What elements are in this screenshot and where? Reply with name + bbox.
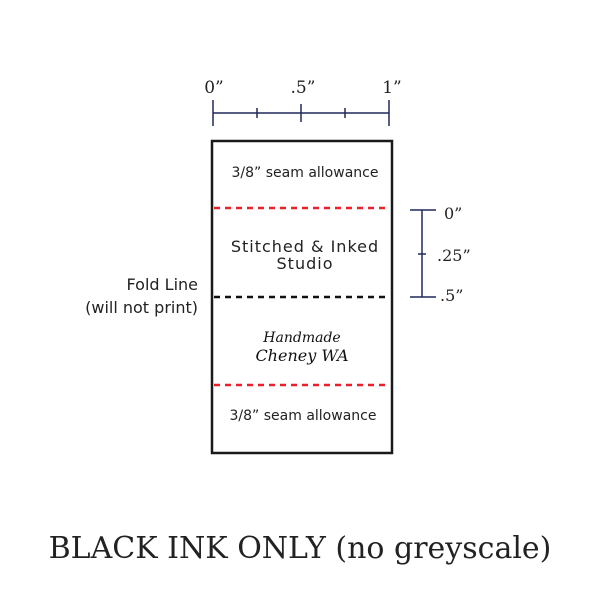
brand-name-line1: Stitched & Inked — [231, 237, 379, 256]
side-ruler-label-half: .5” — [440, 286, 463, 305]
side-ruler — [410, 209, 436, 298]
seam-allowance-bottom: 3/8” seam allowance — [230, 408, 377, 424]
footer-note: BLACK INK ONLY (no greyscale) — [49, 531, 552, 566]
top-ruler-label-0: 0” — [204, 78, 224, 98]
side-ruler-label-quarter: .25” — [437, 246, 471, 265]
seam-allowance-top: 3/8” seam allowance — [232, 165, 379, 181]
top-ruler-label-1: 1” — [382, 78, 402, 98]
brand-name-line2: Studio — [277, 254, 334, 273]
top-ruler-label-half: .5” — [291, 78, 316, 98]
fold-line-label: Fold Line — [127, 275, 198, 294]
side-ruler-label-0: 0” — [444, 204, 462, 223]
fold-line-note: (will not print) — [85, 298, 198, 317]
script-line1: Handmade — [262, 330, 340, 346]
script-line2: Cheney WA — [255, 346, 348, 365]
top-ruler — [212, 100, 390, 126]
